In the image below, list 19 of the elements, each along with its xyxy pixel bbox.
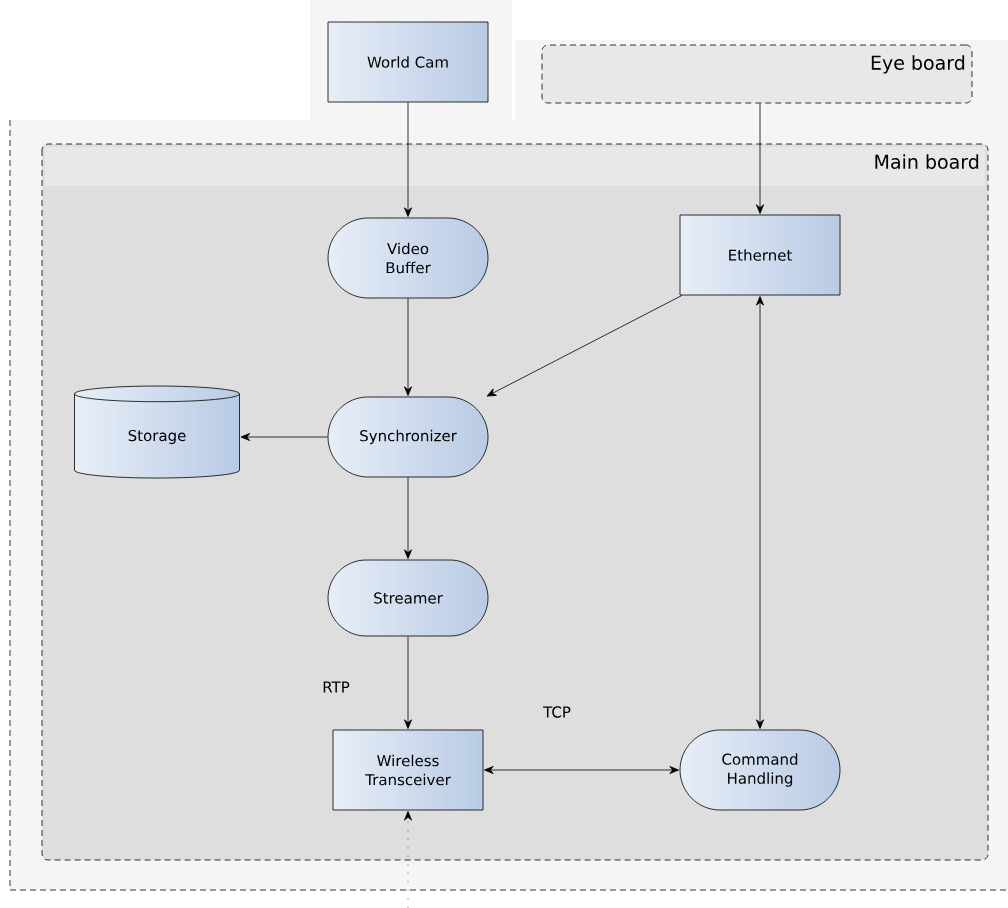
process-box: Wireless Transceiver — [332, 729, 484, 811]
arrow — [404, 636, 412, 729]
arrow — [404, 298, 412, 396]
process-pill: Streamer — [327, 559, 489, 637]
arrow — [404, 477, 412, 559]
arrow — [404, 102, 412, 217]
storage-cylinder: Storage — [74, 385, 240, 479]
edge-label: TCP — [541, 704, 573, 720]
arrow — [486, 295, 683, 397]
process-pill: Synchronizer — [327, 396, 489, 478]
process-pill: Video Buffer — [327, 217, 489, 299]
process-box: World Cam — [327, 21, 489, 103]
board-box: Eye board — [541, 44, 973, 104]
arrow — [240, 433, 328, 441]
process-pill: Command Handling — [679, 729, 841, 811]
arrow — [756, 103, 764, 214]
arrow — [484, 766, 679, 774]
arrow — [756, 296, 764, 729]
process-box: Ethernet — [679, 214, 841, 296]
